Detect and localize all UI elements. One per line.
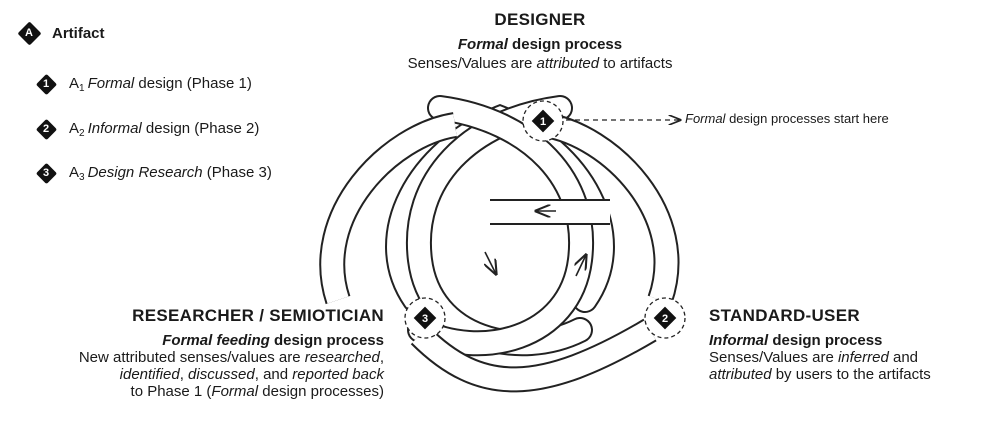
node-1-label: 1	[540, 116, 546, 128]
node-3-label: 3	[422, 313, 428, 325]
node-2-label: 2	[662, 313, 668, 325]
node-phase-2: 2	[645, 298, 685, 338]
direction-arrow-down	[485, 252, 496, 274]
node-phase-3: 3	[405, 298, 445, 338]
node-phase-1: 1	[523, 101, 563, 141]
